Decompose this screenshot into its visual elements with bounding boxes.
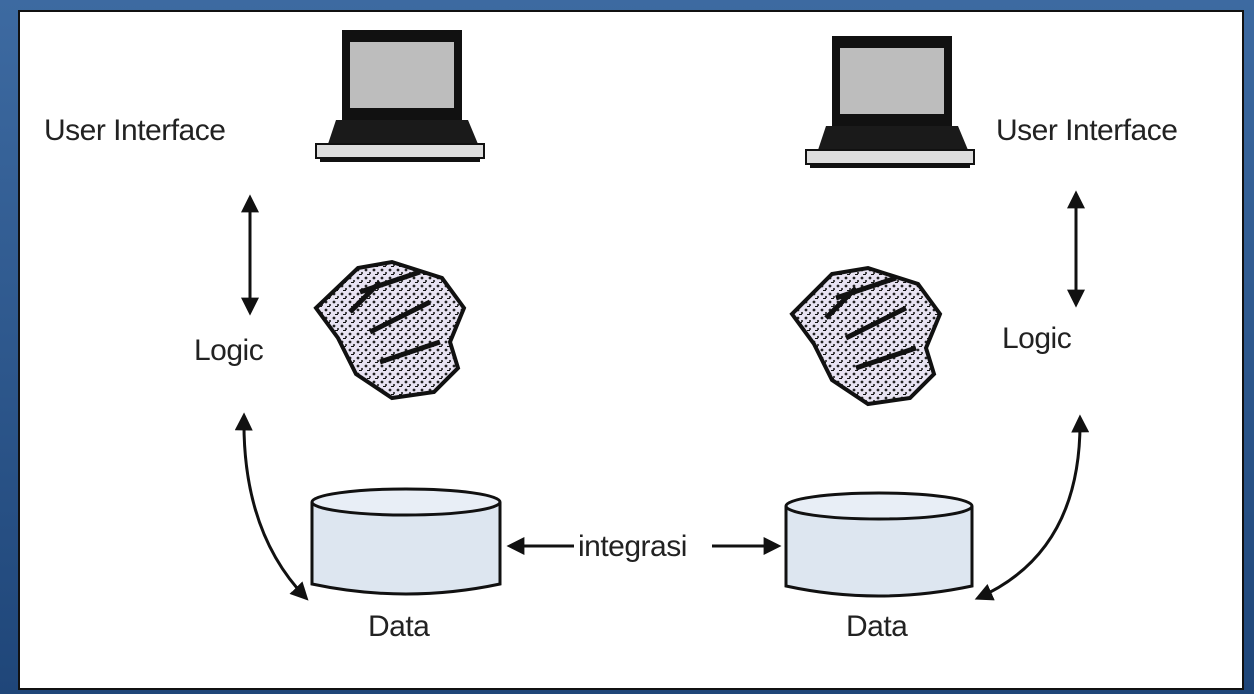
right-logic-scribble-icon bbox=[789, 265, 943, 407]
right-data-label: Data bbox=[846, 610, 908, 643]
left-data-label: Data bbox=[368, 610, 430, 643]
diagram-panel: User Interface Logic Data User Interface… bbox=[18, 10, 1244, 690]
left-logic-scribble-icon bbox=[313, 259, 467, 401]
right-logic-data-arrow bbox=[974, 414, 1090, 601]
left-logic-label: Logic bbox=[194, 334, 264, 367]
left-laptop-icon bbox=[315, 30, 485, 162]
right-database-cylinder-icon bbox=[784, 491, 974, 598]
integration-label: integrasi bbox=[576, 530, 689, 564]
right-logic-label: Logic bbox=[1002, 322, 1072, 355]
left-logic-data-arrow bbox=[234, 412, 309, 601]
left-database-cylinder-icon bbox=[310, 487, 502, 596]
right-ui-label: User Interface bbox=[996, 114, 1178, 147]
diagram-graphics bbox=[234, 30, 1090, 601]
left-ui-label: User Interface bbox=[44, 114, 226, 147]
right-laptop-icon bbox=[805, 36, 975, 168]
